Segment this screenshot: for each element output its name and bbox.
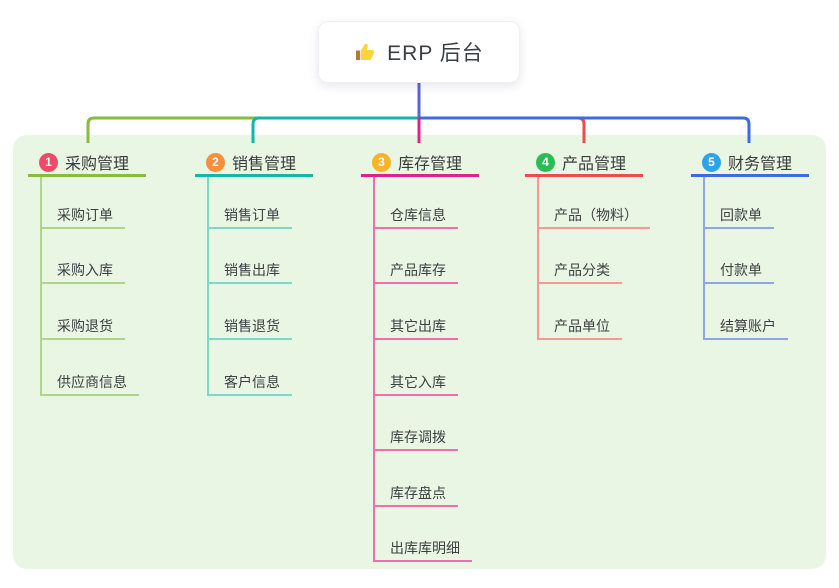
child-node[interactable]: 回款单 — [703, 205, 774, 229]
branch-header-inventory[interactable]: 3 库存管理 — [361, 150, 479, 177]
branch2-child-line — [207, 177, 209, 396]
child-node[interactable]: 产品单位 — [537, 316, 622, 340]
badge-5: 5 — [702, 152, 721, 172]
root-node-erp[interactable]: ERP 后台 — [318, 21, 520, 83]
child-node[interactable]: 采购退货 — [40, 316, 125, 340]
badge-2: 2 — [206, 152, 225, 172]
branch4-child-line — [537, 177, 539, 340]
branch-header-sales[interactable]: 2 销售管理 — [195, 150, 313, 177]
child-node[interactable]: 出库库明细 — [373, 538, 472, 562]
branch1-child-line — [40, 177, 42, 396]
branch-label: 销售管理 — [232, 156, 297, 173]
child-node[interactable]: 采购订单 — [40, 205, 125, 229]
thumbs-up-icon — [356, 43, 375, 60]
branch-header-product[interactable]: 4 产品管理 — [525, 150, 643, 177]
mindmap-background-panel — [13, 135, 826, 569]
child-node[interactable]: 结算账户 — [703, 316, 788, 340]
branch-label: 产品管理 — [562, 156, 627, 173]
branch-label: 采购管理 — [65, 156, 130, 173]
branch-header-purchase[interactable]: 1 采购管理 — [28, 150, 146, 177]
child-node[interactable]: 产品库存 — [373, 260, 458, 284]
child-node[interactable]: 产品（物料） — [537, 205, 650, 229]
child-node[interactable]: 销售订单 — [207, 205, 292, 229]
child-node[interactable]: 销售出库 — [207, 260, 292, 284]
child-node[interactable]: 库存盘点 — [373, 483, 458, 507]
child-node[interactable]: 采购入库 — [40, 260, 125, 284]
child-node[interactable]: 供应商信息 — [40, 372, 139, 396]
badge-1: 1 — [39, 152, 58, 172]
root-node-label: ERP 后台 — [387, 42, 484, 65]
child-node[interactable]: 客户信息 — [207, 372, 292, 396]
badge-4: 4 — [536, 152, 555, 172]
branch-header-finance[interactable]: 5 财务管理 — [691, 150, 809, 177]
child-node[interactable]: 产品分类 — [537, 260, 622, 284]
child-node[interactable]: 付款单 — [703, 260, 774, 284]
badge-3: 3 — [372, 152, 391, 172]
child-node[interactable]: 其它出库 — [373, 316, 458, 340]
child-node[interactable]: 仓库信息 — [373, 205, 458, 229]
child-node[interactable]: 其它入库 — [373, 372, 458, 396]
child-node[interactable]: 库存调拨 — [373, 427, 458, 451]
child-node[interactable]: 销售退货 — [207, 316, 292, 340]
branch-label: 库存管理 — [398, 156, 463, 173]
branch3-child-line — [373, 177, 375, 562]
branch-label: 财务管理 — [728, 156, 793, 173]
branch5-child-line — [703, 177, 705, 340]
